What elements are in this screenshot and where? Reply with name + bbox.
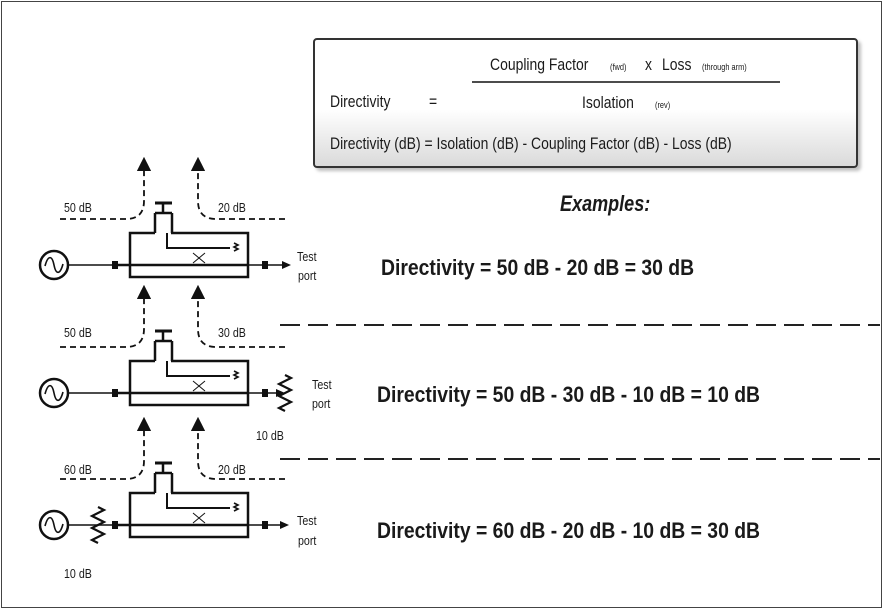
internal-coupled-line — [166, 233, 230, 249]
example-1-isolation-label: 50 dB — [64, 200, 92, 215]
isolation-path-arrow — [60, 416, 152, 480]
example-3-port-line2: port — [298, 533, 317, 548]
sine-wave-icon — [44, 516, 64, 534]
example-2-isolation-label: 50 dB — [64, 325, 92, 340]
numerator-coupling-factor: Coupling Factor — [490, 55, 589, 74]
coupling-path-arrow — [190, 416, 285, 480]
denominator-isolation: Isolation — [582, 93, 634, 112]
test-port-arrow — [280, 521, 289, 529]
output-flange — [262, 261, 268, 269]
internal-coupled-line — [166, 361, 230, 377]
coupling-cross — [192, 380, 206, 392]
example-1-equation: Directivity = 50 dB - 20 dB = 30 dB — [381, 255, 695, 280]
formula-equals: = — [429, 92, 438, 111]
load-attenuator — [276, 374, 294, 412]
coupler-body — [128, 359, 250, 407]
example-1-port-line1: Test — [297, 249, 317, 264]
example-3-isolation-label: 60 dB — [64, 462, 92, 477]
internal-coupled-line — [166, 493, 230, 509]
input-flange — [112, 521, 118, 529]
example-3-loss-label: 10 dB — [64, 566, 92, 581]
example-2-port-line2: port — [312, 396, 331, 411]
examples-heading: Examples: — [560, 191, 651, 216]
coupled-arm-gap — [155, 475, 171, 495]
numerator-fwd: (fwd) — [610, 62, 627, 72]
isolation-path-arrow — [60, 156, 152, 220]
test-port-arrow — [276, 389, 285, 397]
coupler-body — [128, 231, 250, 279]
example-3-equation: Directivity = 60 dB - 20 dB - 10 dB = 30… — [377, 518, 761, 543]
example-3-port-line1: Test — [297, 513, 317, 528]
denominator-rev: (rev) — [655, 100, 671, 110]
internal-termination — [232, 370, 240, 380]
sine-wave-icon — [44, 384, 64, 402]
example-2-coupling-label: 30 dB — [218, 325, 246, 340]
output-flange — [262, 389, 268, 397]
numerator-through-arm: (through arm) — [702, 62, 747, 72]
output-flange — [262, 521, 268, 529]
input-flange — [112, 261, 118, 269]
sine-wave-icon — [44, 256, 64, 274]
input-flange — [112, 389, 118, 397]
numerator-multiply: x — [645, 55, 652, 74]
coupling-path-arrow — [190, 284, 285, 348]
coupled-arm-gap — [155, 215, 171, 235]
formula-lhs: Directivity — [330, 92, 391, 111]
coupling-cross — [192, 512, 206, 524]
isolation-path-arrow — [60, 284, 152, 348]
source-attenuator — [89, 506, 107, 544]
example-2-port-line1: Test — [312, 377, 332, 392]
coupled-arm-gap — [155, 343, 171, 363]
example-2-loss-label: 10 dB — [256, 428, 284, 443]
coupling-cross — [192, 252, 206, 264]
numerator-loss: Loss — [662, 55, 692, 74]
internal-termination — [232, 502, 240, 512]
example-3-coupling-label: 20 dB — [218, 462, 246, 477]
internal-termination — [232, 242, 240, 252]
directivity-formula-box — [313, 38, 858, 168]
example-1-coupling-label: 20 dB — [218, 200, 246, 215]
coupling-path-arrow — [190, 156, 285, 220]
example-2-equation: Directivity = 50 dB - 30 dB - 10 dB = 10… — [377, 382, 761, 407]
example-1-port-line2: port — [298, 268, 317, 283]
coupler-body — [128, 491, 250, 539]
db-formula: Directivity (dB) = Isolation (dB) - Coup… — [330, 134, 732, 153]
test-port-arrow — [282, 261, 291, 269]
